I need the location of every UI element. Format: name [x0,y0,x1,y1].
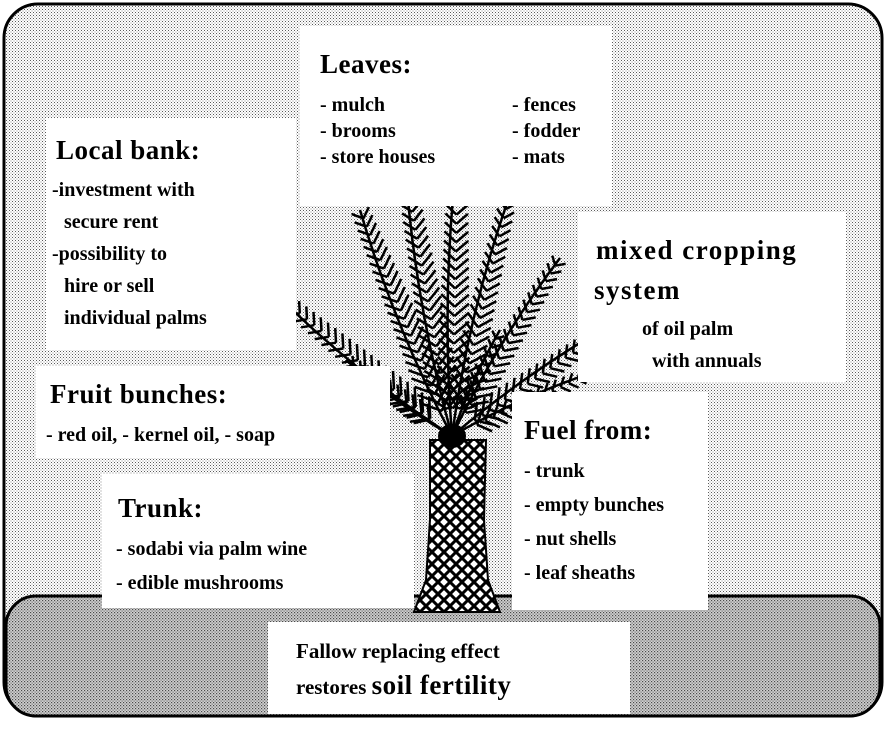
frond-leaflet [390,380,391,393]
local-bank-title: Local bank: [56,134,200,166]
frond-leaflet [407,382,408,401]
mixed-cropping-line: with annuals [652,348,762,374]
frond-leaflet [299,301,300,313]
local-bank-line: individual palms [52,302,207,334]
trunk-title: Trunk: [118,492,203,524]
fuel-item: - nut shells [524,522,664,556]
leaves-panel: Leaves: - mulch - brooms - store houses … [300,26,612,206]
frond-leaflet [573,340,575,353]
frond-leaflet [420,399,422,414]
trunk-panel: Trunk: - sodabi via palm wine - edible m… [102,474,414,608]
fallow-line-1: Fallow replacing effect [296,638,500,664]
fuel-title: Fuel from: [524,414,652,446]
local-bank-line: secure rent [52,206,207,238]
frond-leaflet [353,356,354,366]
mixed-cropping-line: of oil palm [642,316,733,342]
frond-leaflet [413,394,415,409]
fallow-panel: Fallow replacing effect restores soil fe… [268,622,630,714]
fallow-emphasis: soil fertility [372,670,512,700]
leaves-title: Leaves: [320,48,412,80]
fallow-line-2: restores [296,675,372,699]
fuel-item: - leaf sheaths [524,556,664,590]
palm-crown [438,424,466,448]
frond-leaflet [400,376,401,395]
mixed-cropping-title-2: system [594,274,681,306]
local-bank-panel: Local bank: -investment with secure rent… [46,118,296,350]
fuel-item: - trunk [524,454,664,488]
fruit-bunches-line: - red oil, - kernel oil, - soap [46,422,275,448]
frond-leaflet [398,385,400,398]
local-bank-line: -investment with [52,174,207,206]
frond-leaflet [350,339,351,355]
leaves-item: - brooms [320,118,435,144]
leaves-item: - fences [512,92,580,118]
frond-leaflet [566,344,568,357]
trunk-item: - edible mushrooms [116,566,307,600]
frond-leaflet [415,387,416,407]
leaves-item: - mats [512,144,580,170]
mixed-cropping-title: mixed cropping [596,234,797,266]
fuel-panel: Fuel from: - trunk - empty bunches - nut… [512,392,708,610]
frond-leaflet [306,307,307,320]
frond-leaflet [314,312,315,325]
fruit-bunches-panel: Fruit bunches: - red oil, - kernel oil, … [36,366,390,458]
leaves-item: - fodder [512,118,580,144]
frond-leaflet [321,317,322,331]
frond-leaflet [558,349,560,363]
mixed-cropping-panel: mixed cropping system of oil palm with a… [578,212,846,382]
local-bank-line: -possibility to [52,238,207,270]
frond-leaflet [393,371,394,389]
frond-leaflet [335,328,336,343]
frond-leaflet [342,333,343,348]
local-bank-line: hire or sell [52,270,207,302]
trunk-item: - sodabi via palm wine [116,532,307,566]
leaves-item: - store houses [320,144,435,170]
frond-leaflet [328,323,329,337]
fuel-item: - empty bunches [524,488,664,522]
frond-leaflet [357,344,358,360]
frond-leaflet [364,350,365,367]
frond-leaflet [405,389,407,403]
leaves-item: - mulch [320,92,435,118]
fruit-bunches-title: Fruit bunches: [50,378,227,410]
